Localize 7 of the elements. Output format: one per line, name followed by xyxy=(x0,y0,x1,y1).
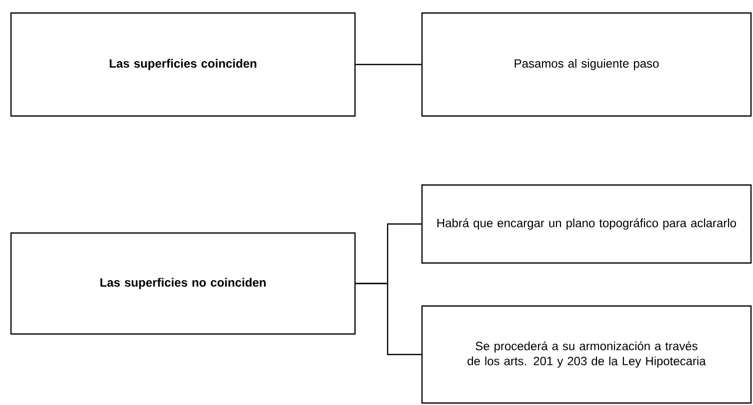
process-box: Las superficies coinciden xyxy=(10,12,356,117)
connector-line xyxy=(356,282,422,356)
process-box: Pasamos al siguiente paso xyxy=(421,12,752,117)
process-box: Se procederá a su armonización a través de los arts. 201 y 203 de la Ley Hipotecaria xyxy=(421,305,752,404)
process-box: Las superficies no coinciden xyxy=(10,232,356,335)
connector-line xyxy=(356,64,422,66)
process-box: Habrá que encargar un plano topográfico para aclararlo xyxy=(421,184,752,264)
